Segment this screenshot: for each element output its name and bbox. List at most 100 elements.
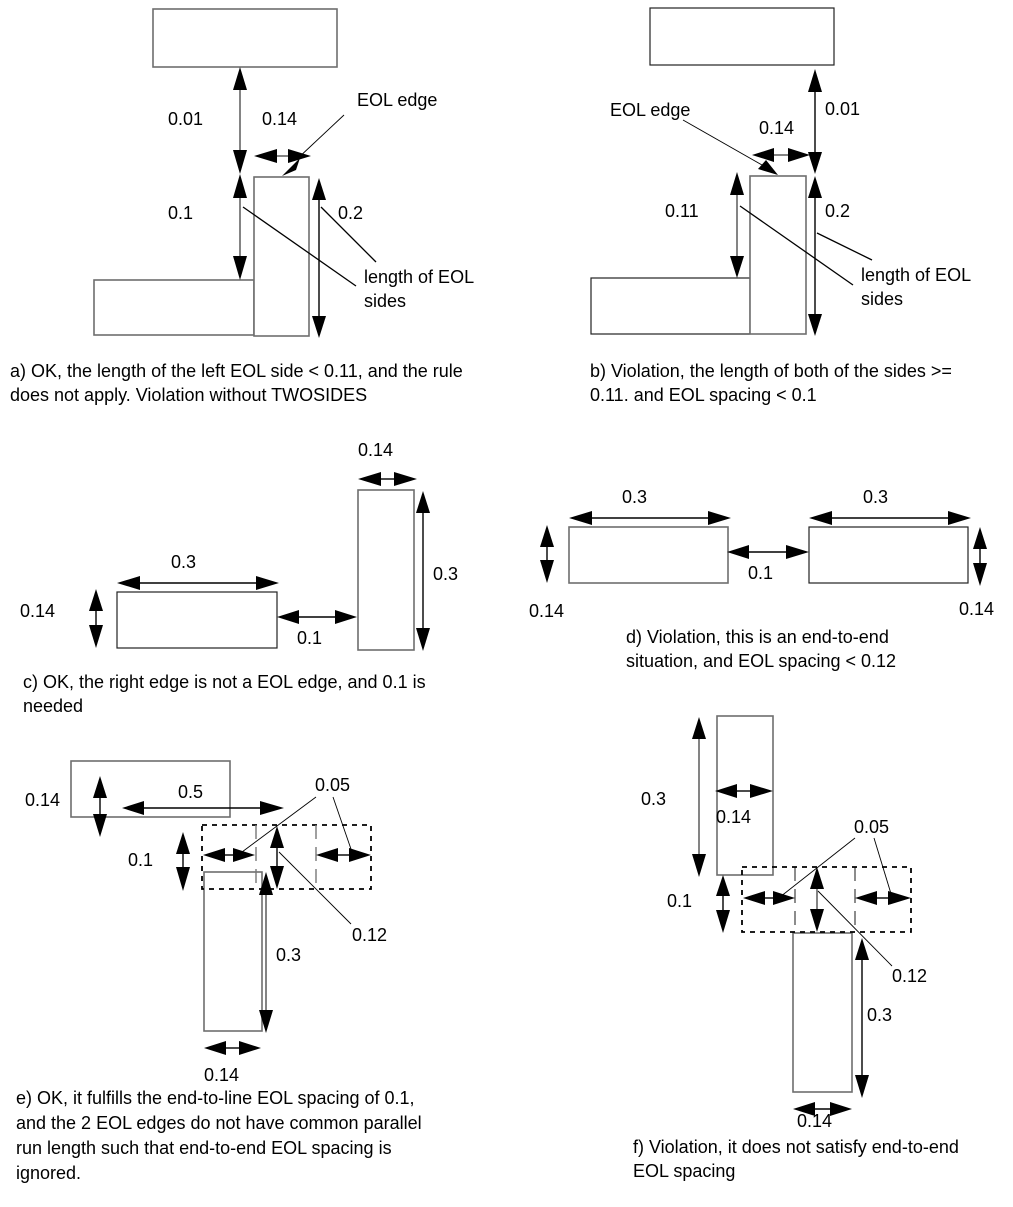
leader-right-side bbox=[320, 206, 377, 263]
label-sides-line1: length of EOL bbox=[861, 265, 971, 285]
label-left-len: 0.3 bbox=[622, 487, 647, 507]
leader-eol-edge-arrow bbox=[282, 158, 300, 176]
caption-b-line1: b) Violation, the length of both of the … bbox=[590, 361, 952, 381]
caption-e-line1: e) OK, it fulfills the end-to-line EOL s… bbox=[16, 1088, 415, 1108]
label-bottom-width: 0.14 bbox=[797, 1111, 832, 1131]
caption-f-line1: f) Violation, it does not satisfy end-to… bbox=[633, 1137, 959, 1157]
dim-arrow-ext-left bbox=[743, 891, 795, 905]
leader-within bbox=[817, 890, 893, 967]
panel-f: 0.3 0.14 0.05 0.1 0.12 0.3 0.14 f) Viola… bbox=[633, 715, 959, 1181]
label-right-side: 0.2 bbox=[825, 201, 850, 221]
leader-left-side bbox=[739, 205, 854, 286]
dim-arrow-top-width bbox=[358, 472, 417, 486]
label-top-gap: 0.01 bbox=[825, 99, 860, 119]
dim-arrow-left-side bbox=[233, 174, 247, 280]
label-right-side: 0.2 bbox=[338, 203, 363, 223]
caption-e-line4: ignored. bbox=[16, 1163, 81, 1183]
dim-arrow-gap bbox=[727, 545, 809, 559]
label-eol-edge: EOL edge bbox=[357, 90, 437, 110]
label-within: 0.12 bbox=[892, 966, 927, 986]
label-sides-line1: length of EOL bbox=[364, 267, 474, 287]
label-top-width: 0.14 bbox=[716, 807, 751, 827]
label-top-gap: 0.01 bbox=[168, 109, 203, 129]
label-left-side: 0.1 bbox=[168, 203, 193, 223]
label-gap: 0.1 bbox=[297, 628, 322, 648]
caption-f-line2: EOL spacing bbox=[633, 1161, 735, 1181]
leader-ext-right bbox=[332, 796, 353, 853]
label-eol-edge: EOL edge bbox=[610, 100, 690, 120]
label-ext: 0.05 bbox=[315, 775, 350, 795]
dim-arrow-eol-width bbox=[752, 148, 810, 162]
label-vert-len: 0.3 bbox=[433, 564, 458, 584]
dim-arrow-left-len bbox=[569, 511, 731, 525]
label-top-width: 0.14 bbox=[358, 440, 393, 460]
leader-eol-edge-arrow bbox=[758, 160, 778, 175]
caption-e-line3: run length such that end-to-end EOL spac… bbox=[16, 1138, 392, 1158]
bottom-wire bbox=[792, 932, 853, 1093]
dim-arrow-top-width bbox=[93, 776, 107, 837]
label-bottom-width: 0.14 bbox=[204, 1065, 239, 1085]
leader-within bbox=[278, 851, 352, 925]
panel-d: 0.3 0.3 0.1 0.14 0.14 d) Violation, this… bbox=[529, 487, 994, 671]
caption-c-line1: c) OK, the right edge is not a EOL edge,… bbox=[23, 672, 426, 692]
label-vert-len: 0.3 bbox=[276, 945, 301, 965]
leader-eol-edge bbox=[682, 119, 763, 166]
label-top-len: 0.3 bbox=[641, 789, 666, 809]
label-ext: 0.05 bbox=[854, 817, 889, 837]
dim-arrow-top-gap bbox=[808, 69, 822, 174]
caption-a-line1: a) OK, the length of the left EOL side <… bbox=[10, 361, 463, 381]
dim-arrow-vert-len bbox=[259, 872, 273, 1033]
dim-arrow-top-width bbox=[715, 784, 773, 798]
label-sides-line2: sides bbox=[364, 291, 406, 311]
leader-ext-left bbox=[779, 837, 856, 898]
caption-e-line2: and the 2 EOL edges do not have common p… bbox=[16, 1113, 422, 1133]
dim-arrow-right-side bbox=[808, 176, 822, 336]
dim-arrow-eol-width bbox=[254, 149, 311, 163]
top-wire bbox=[716, 715, 774, 876]
panel-b: EOL edge 0.14 0.01 0.11 0.2 length of EO… bbox=[590, 7, 971, 405]
dim-arrow-span bbox=[122, 801, 284, 815]
dim-arrow-right-side bbox=[312, 178, 326, 338]
eol-halo-box bbox=[741, 866, 912, 933]
dim-arrow-within bbox=[270, 826, 284, 889]
bottom-left-shape bbox=[93, 279, 255, 336]
dim-arrow-horiz-width bbox=[89, 589, 103, 648]
top-shape bbox=[152, 8, 338, 68]
dim-arrow-left-side bbox=[730, 172, 744, 278]
label-gap: 0.1 bbox=[128, 850, 153, 870]
panel-c: 0.14 0.3 0.14 0.1 0.3 c) OK, the right e… bbox=[20, 440, 458, 716]
dim-arrow-within bbox=[810, 867, 824, 932]
caption-b-line2: 0.11. and EOL spacing < 0.1 bbox=[590, 385, 817, 405]
vertical-wire bbox=[357, 489, 415, 651]
right-wire bbox=[808, 526, 969, 584]
eol-wire bbox=[749, 175, 807, 335]
dim-arrow-bottom-width bbox=[204, 1041, 261, 1055]
top-shape bbox=[649, 7, 835, 66]
label-span: 0.5 bbox=[178, 782, 203, 802]
caption-d-line1: d) Violation, this is an end-to-end bbox=[626, 627, 889, 647]
label-gap: 0.1 bbox=[748, 563, 773, 583]
dim-arrow-gap bbox=[716, 875, 730, 933]
label-eol-width: 0.14 bbox=[759, 118, 794, 138]
label-left-width: 0.14 bbox=[529, 601, 564, 621]
leader-ext-right bbox=[873, 837, 893, 898]
dim-arrow-gap bbox=[176, 832, 190, 891]
dim-arrow-bottom-width bbox=[793, 1102, 852, 1116]
label-top-width: 0.14 bbox=[25, 790, 60, 810]
leader-eol-edge bbox=[295, 114, 345, 161]
label-gap: 0.1 bbox=[667, 891, 692, 911]
caption-d-line2: situation, and EOL spacing < 0.12 bbox=[626, 651, 896, 671]
dim-arrow-ext-left bbox=[203, 848, 255, 862]
caption-a-line2: does not apply. Violation without TWOSID… bbox=[10, 385, 367, 405]
leader-ext-left bbox=[241, 796, 317, 853]
eol-halo-box bbox=[201, 824, 372, 890]
label-horiz-width: 0.14 bbox=[20, 601, 55, 621]
dim-arrow-right-width bbox=[973, 527, 987, 586]
label-within: 0.12 bbox=[352, 925, 387, 945]
panel-a: 0.01 0.14 EOL edge 0.1 0.2 length of EOL… bbox=[10, 8, 474, 405]
label-left-side: 0.11 bbox=[665, 201, 699, 221]
label-eol-width: 0.14 bbox=[262, 109, 297, 129]
dim-arrow-top-len bbox=[692, 717, 706, 877]
label-sides-line2: sides bbox=[861, 289, 903, 309]
leader-right-side bbox=[816, 232, 873, 261]
